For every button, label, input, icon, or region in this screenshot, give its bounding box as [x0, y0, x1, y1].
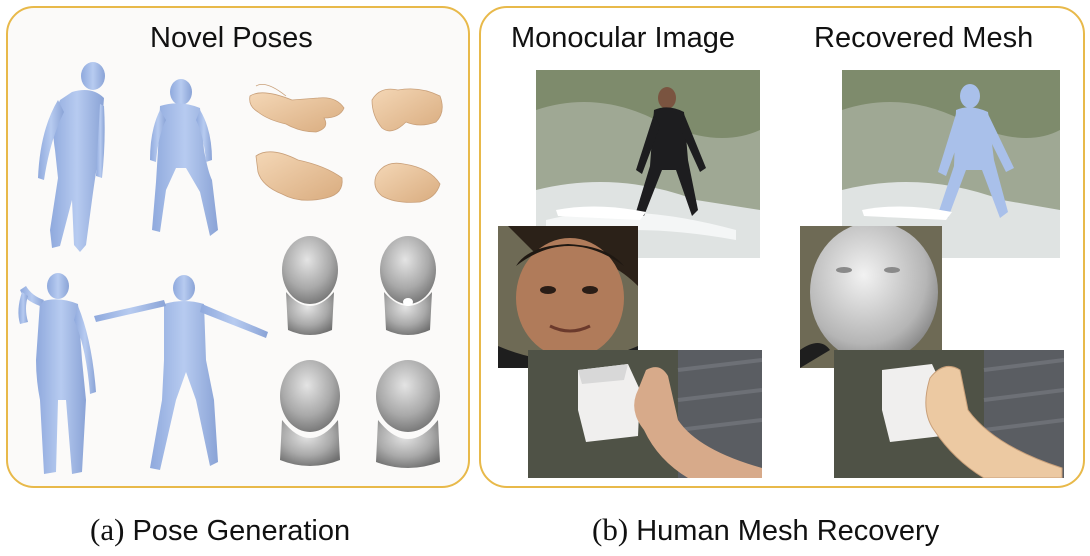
- novel-poses-title: Novel Poses: [150, 22, 313, 54]
- body-mesh-arms-out: [94, 275, 268, 470]
- caption-b-tag: (b): [592, 512, 629, 547]
- head-mesh-3: [280, 360, 340, 466]
- body-mesh-waving: [18, 273, 96, 474]
- caption-a-tag: (a): [90, 512, 125, 547]
- hand-mesh-fist-right: [374, 162, 441, 203]
- hand-mesh-fist-left: [255, 151, 343, 201]
- caption-b-text: Human Mesh Recovery: [636, 515, 940, 547]
- hand-mesh-open: [249, 83, 345, 133]
- body-mesh-standing: [38, 62, 105, 252]
- hand-box-mesh-overlay: [834, 350, 1064, 478]
- body-mesh-crouching: [150, 79, 218, 236]
- caption-a-text: Pose Generation: [132, 515, 351, 547]
- monocular-image-title: Monocular Image: [511, 22, 736, 54]
- recovered-mesh-title: Recovered Mesh: [814, 22, 1034, 54]
- hand-mesh-pinch: [371, 88, 443, 132]
- head-mesh-4: [376, 360, 440, 468]
- head-mesh-1: [282, 236, 338, 335]
- hand-box-photo: [528, 350, 762, 478]
- face-mesh-overlay: [800, 226, 942, 368]
- caption-a: (a) Pose Generation: [90, 512, 350, 548]
- head-mesh-2: [380, 236, 436, 335]
- face-photo: [498, 226, 638, 368]
- caption-b: (b) Human Mesh Recovery: [592, 512, 939, 548]
